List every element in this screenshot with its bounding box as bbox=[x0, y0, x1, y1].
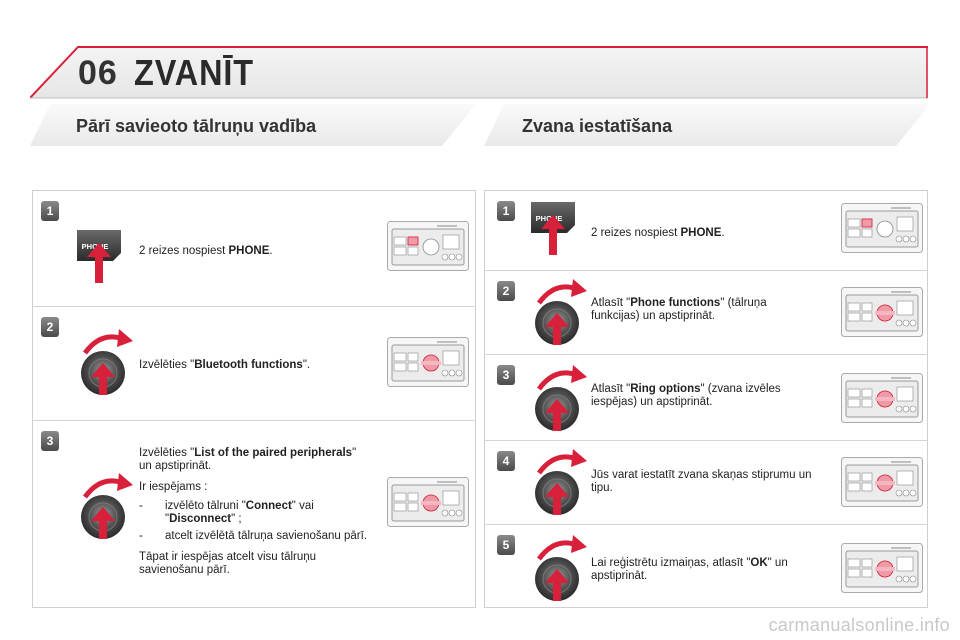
radio-panel-thumbnail bbox=[841, 287, 923, 337]
right-step-row: 2 Atlasīt "Phone functions" (tālruņa fun… bbox=[485, 271, 927, 355]
step-number-badge: 2 bbox=[41, 317, 59, 337]
rotary-knob-icon bbox=[525, 363, 589, 433]
radio-panel-thumbnail bbox=[841, 203, 923, 253]
step-text: Atlasīt "Ring options" (zvana izvēles ie… bbox=[591, 383, 781, 408]
step-number-badge: 4 bbox=[497, 451, 515, 471]
right-step-row: 1 2 reizes nospiest PHONE. bbox=[485, 191, 927, 271]
chapter-number: 06 bbox=[78, 54, 118, 92]
right-step-row: 5 Lai reģistrētu izmaiņas, atlasīt "OK" … bbox=[485, 525, 927, 609]
rotary-knob-icon bbox=[71, 471, 135, 541]
radio-panel-thumbnail bbox=[387, 221, 469, 271]
step-text: Izvēlēties "Bluetooth functions". bbox=[139, 359, 311, 371]
step-number-badge: 1 bbox=[497, 201, 515, 221]
step-text: Atlasīt "Phone functions" (tālruņa funkc… bbox=[591, 297, 767, 322]
phone-button-icon bbox=[527, 199, 579, 257]
radio-panel-thumbnail bbox=[387, 477, 469, 527]
right-section-title: Zvana iestatīšana bbox=[522, 116, 673, 136]
left-step-row: 2 Izvēlēties "Bluetooth functions". bbox=[33, 307, 475, 421]
step-number-badge: 5 bbox=[497, 535, 515, 555]
left-step-row: 1 2 reizes nospiest PHONE. bbox=[33, 191, 475, 307]
chapter-title: ZVANĪT bbox=[134, 52, 254, 93]
radio-panel-thumbnail bbox=[841, 543, 923, 593]
step-text: Jūs varat iestatīt zvana skaņas stiprumu… bbox=[591, 469, 812, 494]
rotary-knob-icon bbox=[525, 277, 589, 347]
header-accent-line bbox=[30, 46, 928, 99]
step-text: Lai reģistrētu izmaiņas, atlasīt "OK" un… bbox=[591, 557, 788, 582]
radio-panel-thumbnail bbox=[387, 337, 469, 387]
step-number-badge: 3 bbox=[41, 431, 59, 451]
watermark: carmanualsonline.info bbox=[768, 615, 950, 635]
step-number-badge: 1 bbox=[41, 201, 59, 221]
step-text: 2 reizes nospiest PHONE. bbox=[139, 245, 273, 257]
radio-panel-thumbnail bbox=[841, 457, 923, 507]
right-step-row: 4 Jūs varat iestatīt zvana skaņas stipru… bbox=[485, 441, 927, 525]
step-text: Izvēlēties "List of the paired periphera… bbox=[139, 447, 368, 576]
right-section-header bbox=[484, 104, 930, 146]
right-steps-panel: 1 2 reizes nospiest PHONE. 2 Atlasīt "Ph… bbox=[484, 190, 928, 608]
phone-button-icon bbox=[73, 227, 125, 285]
rotary-knob-icon bbox=[71, 327, 135, 397]
left-section-title: Pārī savieoto tālruņu vadība bbox=[76, 116, 317, 136]
right-step-row: 3 Atlasīt "Ring options" (zvana izvēles … bbox=[485, 355, 927, 441]
step-number-badge: 3 bbox=[497, 365, 515, 385]
radio-panel-thumbnail bbox=[841, 373, 923, 423]
left-steps-panel: 1 2 reizes nospiest PHONE. 2 Izvēlēties … bbox=[32, 190, 476, 608]
rotary-knob-icon bbox=[525, 447, 589, 517]
left-section-header bbox=[30, 104, 476, 146]
rotary-knob-icon bbox=[525, 533, 589, 603]
left-step-row: 3 Izvēlēties "List of the paired periphe… bbox=[33, 421, 475, 609]
step-text: 2 reizes nospiest PHONE. bbox=[591, 227, 725, 239]
step-number-badge: 2 bbox=[497, 281, 515, 301]
